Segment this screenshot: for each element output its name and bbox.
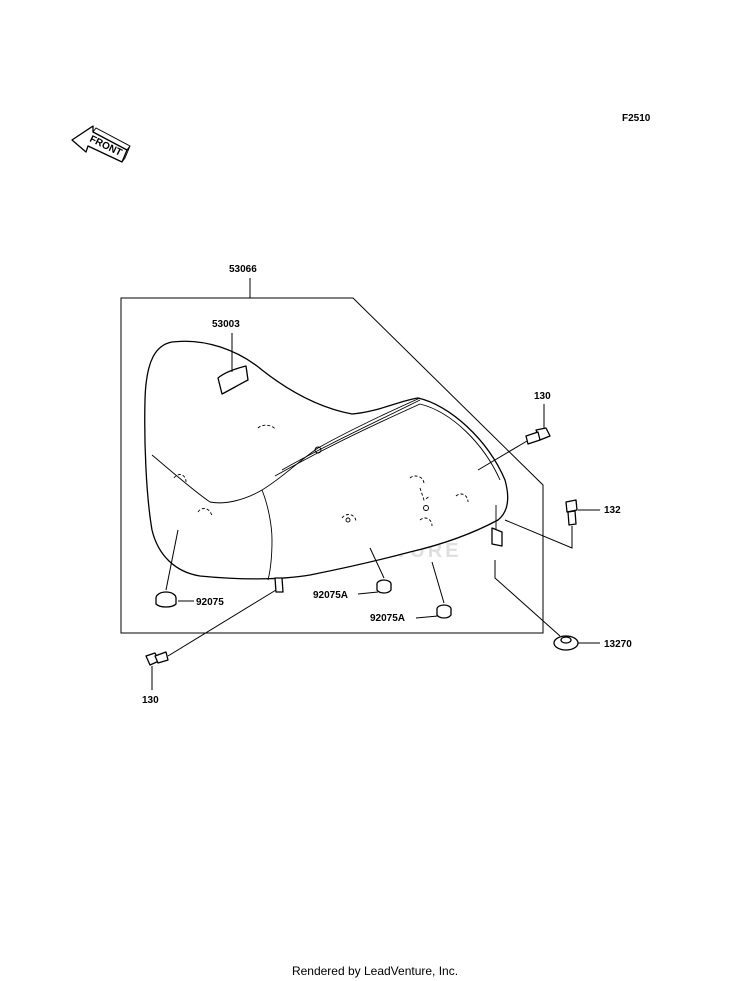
bolt-top-icon — [525, 427, 551, 445]
callout-label: 53003 — [212, 319, 240, 330]
bolt-side-axis — [504, 519, 573, 549]
callout-collar: 13270 — [604, 639, 632, 650]
damper-mid-leader — [357, 591, 379, 595]
bolt-side-icon — [565, 499, 578, 526]
damper-right-axis — [431, 561, 445, 604]
collar-icon — [553, 635, 579, 651]
callout-assembly: 53066 — [229, 264, 257, 275]
bolt-bottom-axis — [167, 589, 277, 657]
seat-label-decal — [217, 365, 249, 395]
front-arrow-icon: FRONT — [71, 125, 131, 163]
damper-mid-axis — [369, 547, 385, 579]
callout-damper-mid: 92075A — [313, 590, 348, 601]
callout-damper-left: 92075 — [196, 597, 224, 608]
damper-left-icon — [155, 591, 177, 608]
front-label: FRONT — [88, 134, 124, 159]
damper-left-axis — [165, 529, 179, 591]
bolt-bottom-icon — [145, 651, 169, 666]
damper-right-icon — [436, 604, 452, 619]
footer-credit: Rendered by LeadVenture, Inc. — [291, 964, 459, 978]
callout-damper-right: 92075A — [370, 613, 405, 624]
bolt-top-axis — [477, 440, 528, 471]
callout-bolt-top: 130 — [534, 391, 551, 402]
damper-mid-icon — [376, 579, 392, 594]
seat — [144, 340, 509, 593]
seat-outline — [144, 340, 509, 580]
damper-right-leader — [415, 615, 439, 619]
assembly-bracket — [120, 297, 544, 634]
callout-bolt-side: 132 — [604, 505, 621, 516]
figure-code: F2510 — [622, 113, 651, 124]
collar-axis — [494, 560, 561, 637]
callout-bolt-bottom: 130 — [142, 695, 159, 706]
